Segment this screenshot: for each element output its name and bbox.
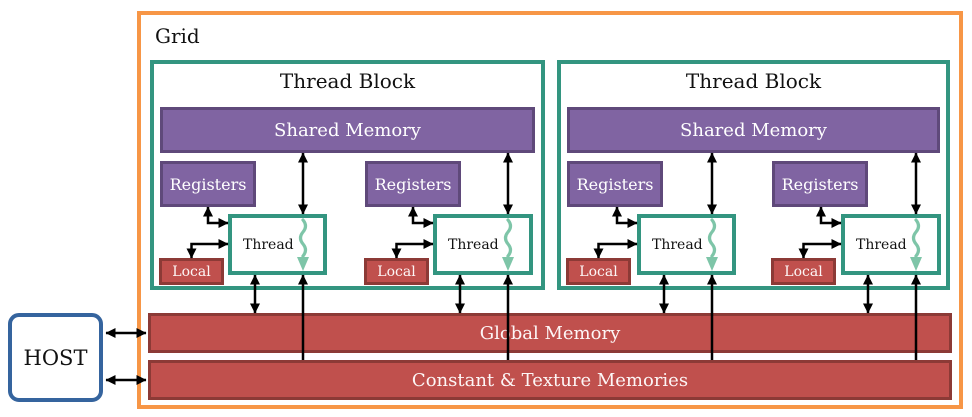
- shared-memory-box-1: Shared Memory: [160, 107, 535, 153]
- local-memory-box-1a: Local: [159, 258, 224, 285]
- thread-box-1a: Thread: [228, 214, 327, 275]
- host-box: HOST: [8, 313, 103, 402]
- thread-label: Thread: [856, 236, 907, 253]
- thread-box-2b: Thread: [841, 214, 941, 275]
- local-memory-box-2b: Local: [771, 258, 836, 285]
- registers-box-1b: Registers: [365, 161, 461, 207]
- local-memory-box-2a: Local: [566, 258, 631, 285]
- thread-block-1-label: Thread Block: [279, 69, 416, 93]
- thread-label: Thread: [652, 236, 703, 253]
- registers-box-1a: Registers: [160, 161, 256, 207]
- shared-memory-box-2: Shared Memory: [567, 107, 940, 153]
- thread-box-1b: Thread: [433, 214, 533, 275]
- global-memory-bar: Global Memory: [148, 313, 952, 353]
- registers-box-2a: Registers: [567, 161, 663, 207]
- grid-label: Grid: [155, 24, 200, 48]
- thread-box-2a: Thread: [637, 214, 736, 275]
- thread-label: Thread: [243, 236, 294, 253]
- thread-block-2-label: Thread Block: [685, 69, 822, 93]
- registers-box-2b: Registers: [772, 161, 868, 207]
- local-memory-box-1b: Local: [364, 258, 429, 285]
- thread-label: Thread: [448, 236, 499, 253]
- constant-texture-memory-bar: Constant & Texture Memories: [148, 360, 952, 400]
